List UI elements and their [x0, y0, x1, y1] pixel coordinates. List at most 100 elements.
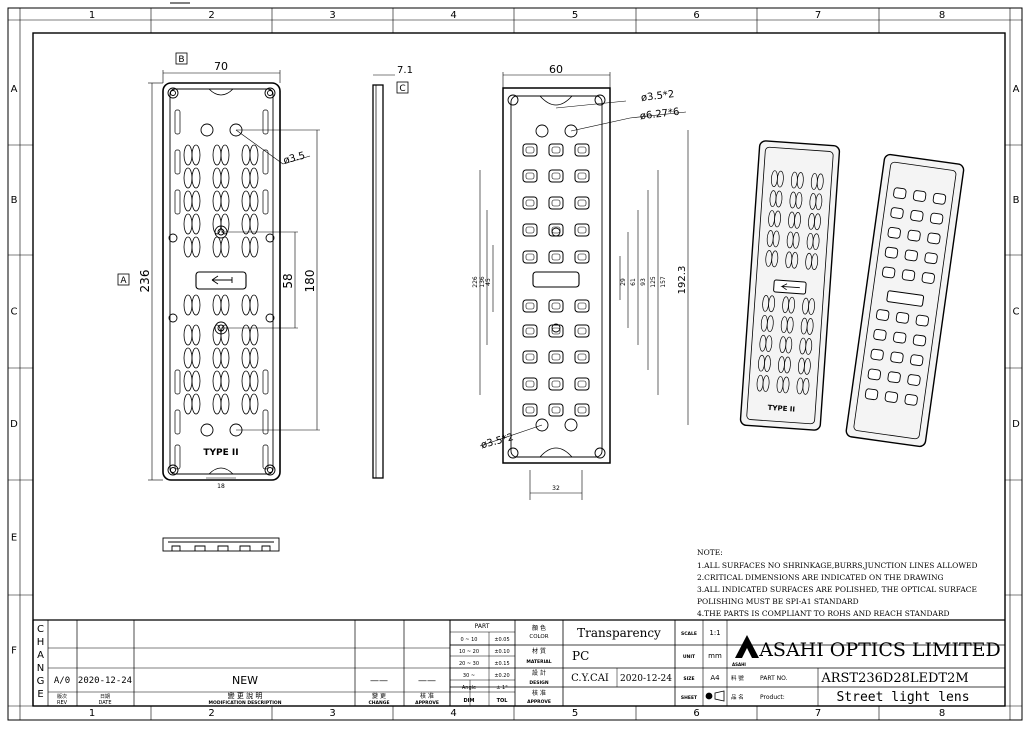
iso-lens [795, 192, 803, 209]
iso-lens [772, 230, 780, 248]
tol-tol-label: TOL [497, 698, 509, 704]
front-span-dim: 180 [303, 270, 317, 293]
lens-element [241, 167, 251, 189]
datum-c-label: C [399, 84, 405, 94]
lens-element [212, 236, 222, 258]
rev-date-value: 2020-12-24 [78, 676, 132, 686]
back-hole-b: ø6.27*6 [639, 107, 680, 123]
edge-slot [174, 369, 181, 395]
iso-boss [924, 252, 938, 265]
lens-element [241, 347, 251, 369]
lens-element [241, 294, 251, 316]
lens-element [212, 167, 222, 189]
change-letter: G [37, 676, 45, 687]
scale-value: 1:1 [709, 629, 720, 637]
desc-header-cn: 變 更 說 明 [228, 691, 263, 700]
iso-lens [766, 315, 774, 333]
lens-element [220, 393, 230, 415]
approve-cn: 核 准 [532, 689, 546, 697]
boss-inner [525, 226, 535, 234]
grid-marks [8, 8, 1022, 720]
iso-boss [867, 368, 882, 381]
boss-inner [525, 146, 535, 154]
back-hole-c: ø3.5*2 [480, 432, 515, 451]
lens-element [183, 324, 193, 346]
note-line: 4.THE PARTS IS COMPLIANT TO ROHS AND REA… [697, 609, 950, 618]
boss-element [522, 169, 538, 183]
front-view: TYPE II B A 70 236 180 58 ø3.5 18 [117, 52, 320, 552]
company-name: ASAHI OPTICS LIMITED [758, 639, 1001, 661]
iso-boss [890, 351, 904, 364]
boss-inner [525, 406, 535, 414]
boss-inner [577, 253, 587, 261]
lens-element [249, 144, 259, 166]
approve-header: APPROVE [415, 700, 439, 706]
iso-boss [907, 374, 921, 386]
approve-header-cn: 核 准 [420, 692, 434, 700]
boss-element [574, 299, 590, 313]
sheet-frame [7, 2, 1023, 721]
rev-description-value: NEW [232, 674, 258, 687]
iso-boss [870, 348, 884, 361]
grid-column-label: 4 [450, 708, 456, 719]
iso-lens [785, 336, 793, 354]
size-value: A4 [710, 674, 720, 682]
lens-element [191, 213, 201, 235]
iso-boss [884, 391, 899, 403]
iso-lens [782, 376, 790, 394]
grid-row-label: D [1012, 419, 1020, 430]
tol-value: ±0.15 [494, 661, 509, 667]
asahi-logo-icon [735, 635, 759, 658]
lens-element [212, 393, 222, 415]
iso-lens [794, 212, 801, 229]
iso-lens [788, 296, 795, 314]
notes-heading: NOTE: [697, 548, 723, 557]
lens-element [220, 236, 230, 258]
lens-element [220, 144, 230, 166]
grid-column-label: 7 [815, 708, 821, 719]
boss-element [548, 377, 564, 391]
boss-element [522, 403, 538, 417]
grid-column-label: 5 [572, 708, 578, 719]
iso-lens [805, 338, 813, 355]
back-view: 60 ø3.5*2 ø6.27*6 ø3.5*2 226 136 45 29 6… [472, 63, 689, 500]
iso-lens [764, 355, 771, 372]
back-dim-136: 136 [479, 276, 486, 288]
isometric-front: TYPE II [739, 140, 841, 431]
back-slot-dim: 32 [552, 485, 560, 492]
iso-boss [884, 246, 899, 259]
rev-value: A/0 [54, 676, 70, 686]
grid-row-label: C [1013, 307, 1020, 318]
boss-element [522, 223, 538, 237]
grid-row-label: A [1013, 84, 1020, 95]
lens-element [249, 347, 259, 369]
iso-boss [915, 314, 929, 327]
back-dim-93: 93 [640, 278, 647, 286]
lens-element [249, 370, 259, 392]
tol-range: Angle [462, 685, 476, 691]
iso-boss [910, 354, 924, 367]
unit-label: UNIT [683, 654, 696, 660]
grid-row-label: C [11, 307, 18, 318]
lens-element [241, 144, 251, 166]
edge-slot [262, 409, 269, 435]
boss-inner [551, 172, 561, 180]
grid-row-label: A [11, 84, 18, 95]
grid-row-label: B [1013, 195, 1020, 206]
lens-element [220, 213, 230, 235]
iso-boss [912, 334, 927, 347]
iso-boss [890, 207, 904, 219]
lens-element [249, 324, 259, 346]
part-no-label: PART NO. [760, 675, 788, 682]
boss-inner [551, 199, 561, 207]
boss-element [522, 324, 538, 338]
design-cn: 設 計 [532, 669, 546, 677]
lens-element [191, 236, 201, 258]
front-slot-dim: 18 [217, 483, 225, 490]
lens-element [191, 294, 201, 316]
boss-element [548, 196, 564, 210]
grid-column-label: 6 [693, 708, 699, 719]
iso-lens [812, 233, 820, 251]
edge-slot [174, 409, 181, 435]
iso-lens [774, 210, 781, 228]
